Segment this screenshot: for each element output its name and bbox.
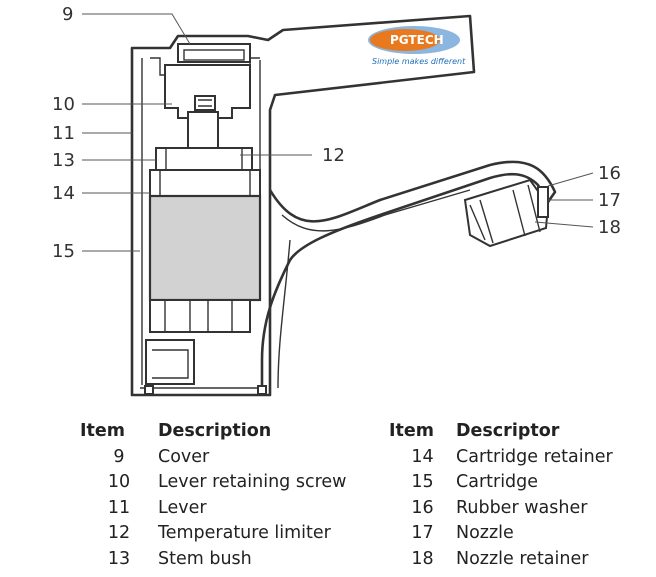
- callout-11: 11: [52, 123, 75, 144]
- row-item-2: 17: [411, 523, 434, 544]
- header-descriptor: Descriptor: [456, 421, 560, 441]
- row-item: 9: [113, 446, 125, 467]
- parts-table: Item Description Item Descriptor 9 Cover…: [80, 418, 636, 572]
- cartridge: [148, 169, 262, 333]
- row-description: Cover: [158, 446, 210, 467]
- callout-13: 13: [52, 150, 75, 171]
- row-description: Stem bush: [158, 548, 252, 569]
- cover-part: [150, 43, 260, 76]
- row-description: Lever: [158, 497, 207, 518]
- row-item-2: 18: [411, 548, 434, 569]
- table-row: 13 Stem bush 18 Nozzle retainer: [80, 546, 636, 572]
- header-item: Item: [80, 421, 125, 441]
- row-descriptor: Nozzle retainer: [456, 548, 589, 569]
- row-item: 10: [107, 472, 131, 493]
- callout-9: 9: [62, 4, 73, 25]
- header-item-2: Item: [389, 421, 434, 441]
- stem: [155, 111, 253, 177]
- spout-outline: [260, 160, 557, 395]
- callout-15: 15: [52, 241, 75, 262]
- table-header-row: Item Description Item Descriptor: [80, 418, 636, 444]
- row-item: 11: [107, 497, 131, 518]
- logo-tagline: Simple makes different: [372, 57, 466, 66]
- row-descriptor: Cartridge: [456, 472, 539, 493]
- faucet-diagram: PGTECH Simple makes different 9 10 11 13…: [52, 4, 621, 397]
- table-row: 12 Temperature limiter 17 Nozzle: [80, 521, 636, 547]
- callout-14: 14: [52, 183, 75, 204]
- row-descriptor: Nozzle: [456, 523, 514, 544]
- row-description: Temperature limiter: [158, 523, 331, 544]
- table-row: 10 Lever retaining screw 15 Cartridge: [80, 470, 636, 496]
- row-item: 13: [107, 548, 131, 569]
- callout-16: 16: [598, 163, 621, 184]
- callout-17: 17: [598, 190, 621, 211]
- callout-12: 12: [322, 145, 345, 166]
- row-item: 12: [107, 523, 131, 544]
- callout-18: 18: [598, 217, 621, 238]
- table-row: 11 Lever 16 Rubber washer: [80, 495, 636, 521]
- row-descriptor: Cartridge retainer: [456, 446, 613, 467]
- spout-inner: [277, 189, 471, 389]
- pgtech-logo: PGTECH Simple makes different: [368, 26, 466, 66]
- base-slot: [140, 339, 267, 395]
- lever-screw: [164, 64, 251, 119]
- leader-lines: [82, 13, 594, 252]
- row-item-2: 14: [411, 446, 434, 467]
- nozzle-assembly: [463, 178, 550, 248]
- lever-outline: [130, 14, 476, 397]
- row-item-2: 16: [411, 497, 434, 518]
- row-description: Lever retaining screw: [158, 472, 347, 493]
- row-item-2: 15: [411, 472, 434, 493]
- header-description: Description: [158, 421, 272, 441]
- lever-inner-shell: [141, 58, 261, 385]
- callout-10: 10: [52, 94, 75, 115]
- logo-brand: PGTECH: [390, 33, 444, 47]
- table-row: 9 Cover 14 Cartridge retainer: [80, 444, 636, 470]
- row-descriptor: Rubber washer: [456, 497, 588, 518]
